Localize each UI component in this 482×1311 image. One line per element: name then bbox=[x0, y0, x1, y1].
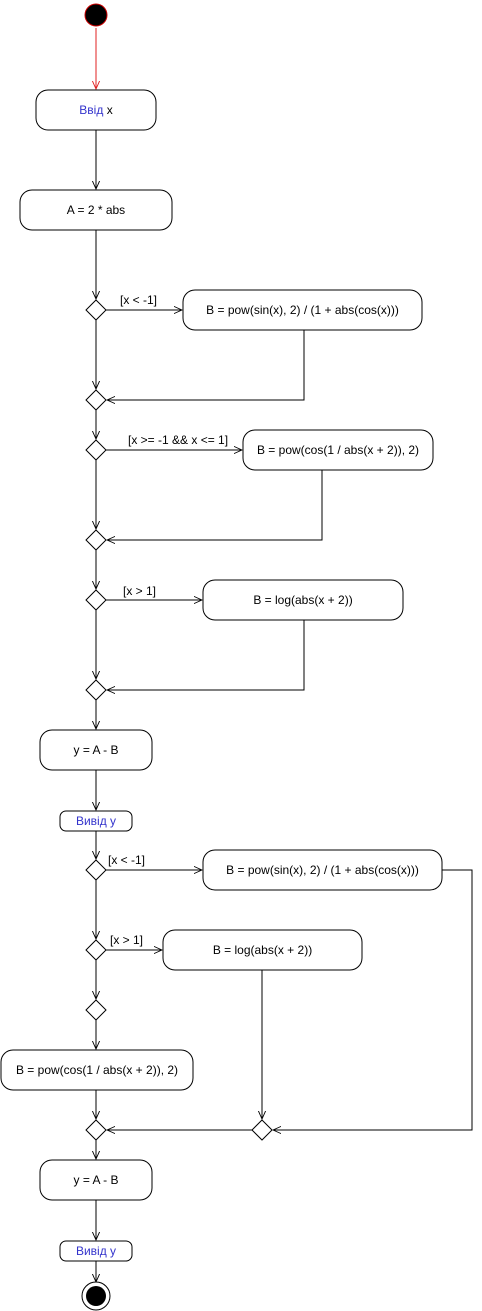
merge-node-1 bbox=[85, 389, 107, 411]
calc-a-text: A = 2 * abs bbox=[67, 203, 125, 217]
guard-label-5: [x > 1] bbox=[110, 933, 143, 947]
end-node bbox=[81, 1281, 111, 1311]
svg-text:Ввід x: Ввід x bbox=[79, 103, 112, 117]
calc-y-node-2: y = A - B bbox=[39, 1159, 153, 1201]
b-sin-text-2: B = pow(sin(x), 2) / (1 + abs(cos(x))) bbox=[226, 863, 419, 877]
guard-label-3: [x > 1] bbox=[123, 584, 156, 598]
merge-node-4 bbox=[85, 1119, 107, 1141]
start-node bbox=[84, 3, 108, 27]
calc-y-node-1: y = A - B bbox=[39, 729, 153, 771]
calc-y-text-1: y = A - B bbox=[73, 743, 118, 757]
output-y-node-1: Вивід y bbox=[59, 810, 133, 832]
decision-node-1 bbox=[85, 299, 107, 321]
edges bbox=[96, 28, 473, 1282]
b-cos-text-1: B = pow(cos(1 / abs(x + 2)), 2) bbox=[257, 443, 419, 457]
svg-text:Вивід y: Вивід y bbox=[76, 814, 116, 828]
calc-y-text-2: y = A - B bbox=[73, 1173, 118, 1187]
calc-a-node: A = 2 * abs bbox=[19, 189, 173, 231]
edge-b-cos-1-to-merge-2 bbox=[107, 470, 323, 540]
input-x-node: Ввід x bbox=[35, 89, 157, 131]
svg-text:Вивід y: Вивід y bbox=[76, 1244, 116, 1258]
output-y-prefix-2: Вивід bbox=[76, 1244, 107, 1258]
merge-node-2 bbox=[85, 529, 107, 551]
b-sin-node-2: B = pow(sin(x), 2) / (1 + abs(cos(x))) bbox=[202, 849, 443, 891]
b-sin-node-1: B = pow(sin(x), 2) / (1 + abs(cos(x))) bbox=[182, 289, 423, 331]
output-y-var-2: y bbox=[110, 1244, 116, 1258]
edge-b-sin-2-to-merge-5 bbox=[273, 869, 473, 1130]
input-x-prefix: Ввід bbox=[79, 103, 103, 117]
b-cos-node-1: B = pow(cos(1 / abs(x + 2)), 2) bbox=[242, 429, 434, 471]
decision-node-6 bbox=[85, 999, 107, 1021]
output-y-prefix-1: Вивід bbox=[76, 814, 107, 828]
merge-node-3 bbox=[85, 679, 107, 701]
b-cos-text-2: B = pow(cos(1 / abs(x + 2)), 2) bbox=[16, 1063, 178, 1077]
b-log-text-2: B = log(abs(x + 2)) bbox=[213, 943, 312, 957]
edge-b-log-1-to-merge-3 bbox=[107, 620, 305, 690]
guard-label-1: [x < -1] bbox=[120, 293, 157, 307]
b-log-text-1: B = log(abs(x + 2)) bbox=[253, 593, 352, 607]
decision-node-2 bbox=[85, 439, 107, 461]
output-y-var-1: y bbox=[110, 814, 116, 828]
decision-node-3 bbox=[85, 589, 107, 611]
decision-node-5 bbox=[85, 939, 107, 961]
guard-label-4: [x < -1] bbox=[108, 853, 145, 867]
input-x-var: x bbox=[107, 103, 113, 117]
b-log-node-2: B = log(abs(x + 2)) bbox=[162, 929, 363, 971]
decision-node-4 bbox=[85, 859, 107, 881]
output-y-node-2: Вивід y bbox=[59, 1240, 133, 1262]
b-cos-node-2: B = pow(cos(1 / abs(x + 2)), 2) bbox=[0, 1049, 194, 1091]
b-sin-text-1: B = pow(sin(x), 2) / (1 + abs(cos(x))) bbox=[206, 303, 399, 317]
edge-b-sin-1-to-merge-1 bbox=[107, 330, 305, 400]
guard-label-2: [x >= -1 && x <= 1] bbox=[128, 433, 228, 447]
merge-node-5 bbox=[251, 1119, 273, 1141]
b-log-node-1: B = log(abs(x + 2)) bbox=[202, 579, 404, 621]
